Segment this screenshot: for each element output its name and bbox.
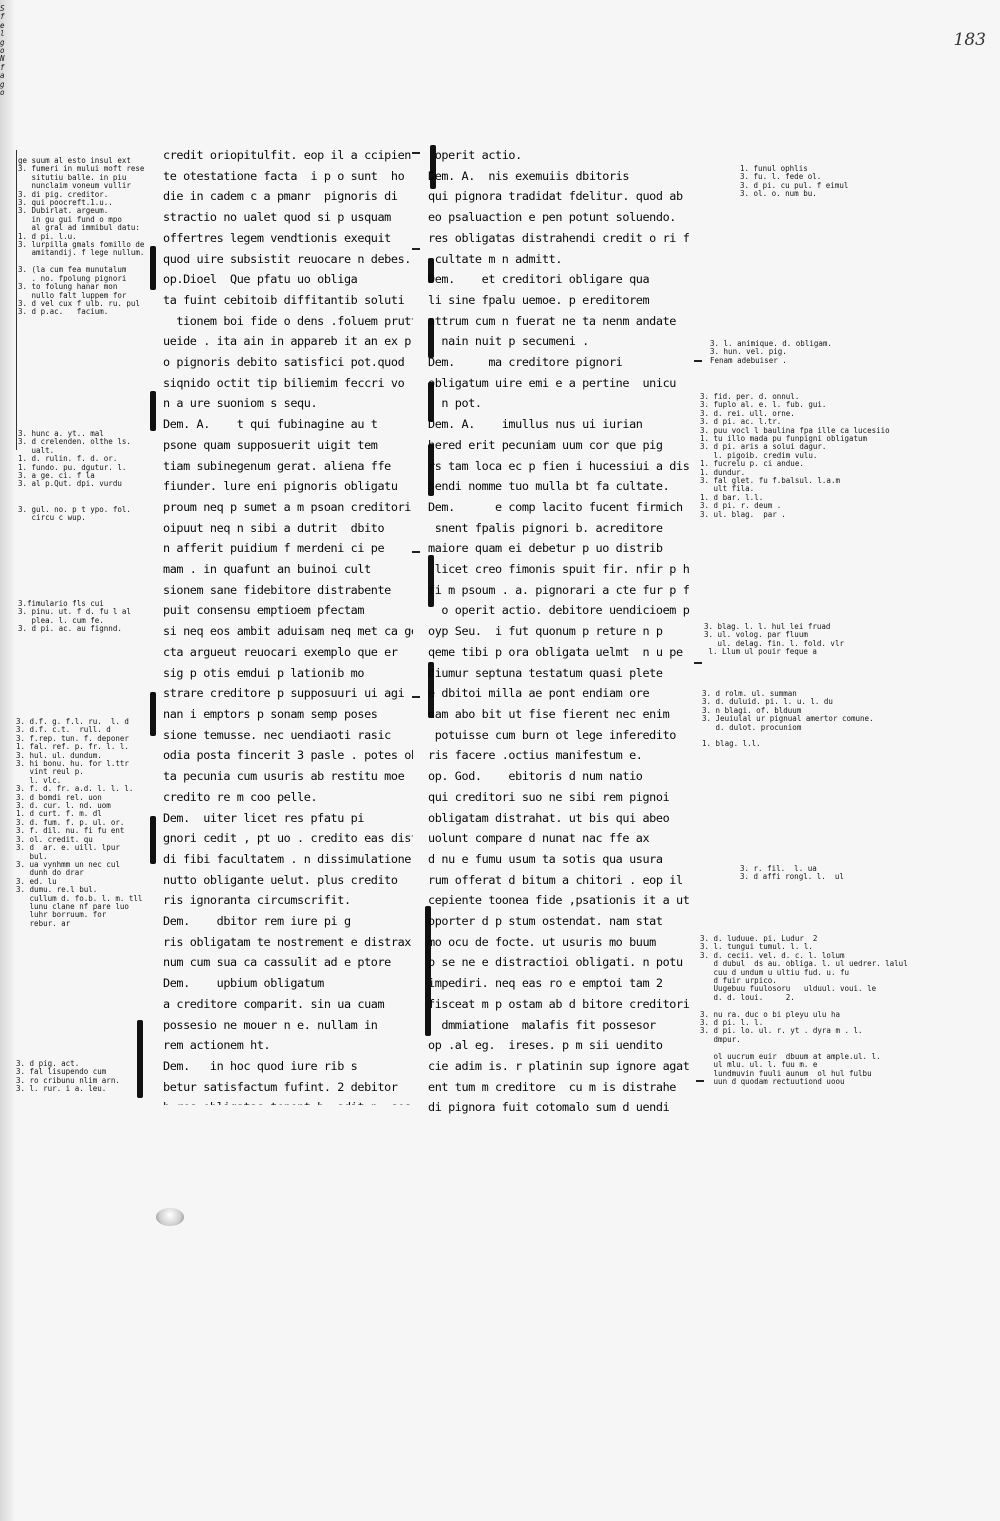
illuminated-initial-icon (137, 1020, 143, 1098)
illuminated-initial-icon (430, 145, 436, 189)
left-gloss-block: 3. hunc a. yt.. mal 3. d crelenden. olth… (18, 430, 131, 523)
right-gloss-block: 3. blag. l. l. hul lei fruad 3. ul. volo… (704, 623, 844, 657)
left-gloss-block: 3. d pig. act. 3. fal lisupendo cum 3. r… (16, 1060, 120, 1094)
text-column-two: operit actio. Dem. A. nis exemuiis dbito… (428, 148, 690, 1115)
paragraph-mark-icon (412, 248, 420, 250)
left-gloss-block: 3.fimulario fls cui 3. pinu. ut. f d. fu… (18, 600, 131, 634)
right-gloss-block: 3. d. luduue. pi. Ludur 2 3. l. tungui t… (700, 935, 908, 1086)
paragraph-mark-icon (694, 662, 702, 664)
paragraph-mark-icon (412, 696, 420, 698)
illuminated-initial-icon (428, 662, 434, 718)
left-gloss-block: 3. d.f. g. f.l. ru. l. d 3. d.f. c.t. ru… (16, 718, 143, 928)
left-gloss-block: ge suum al esto insul ext 3. fumeri in m… (18, 157, 144, 317)
text-column-one: credit oriopitulfit. eop il a ccipien te… (163, 148, 413, 1105)
illuminated-initial-icon (150, 246, 156, 290)
right-gloss-block: 3. d rolm. ul. summan 3. d. duluid. pi. … (702, 690, 874, 749)
paragraph-mark-icon (412, 551, 420, 553)
illuminated-initial-icon (428, 555, 434, 607)
right-gloss-block: 3. fid. per. d. onnul. 3. fuplo al. e. l… (700, 393, 890, 519)
illuminated-initial-icon (428, 318, 434, 358)
right-gloss-block: 3. r. fil. l. ua 3. d affi rongl. l. ul (740, 865, 844, 882)
illuminated-initial-icon (150, 692, 156, 736)
illuminated-initial-icon (428, 444, 434, 496)
illuminated-initial-icon (428, 382, 434, 422)
illuminated-initial-icon (428, 258, 434, 283)
paragraph-mark-icon (694, 360, 702, 362)
illuminated-initial-icon (150, 391, 156, 431)
paragraph-mark-icon (696, 1080, 704, 1082)
folio-number: 183 (953, 30, 986, 50)
illuminated-initial-icon (425, 906, 431, 1036)
illuminated-initial-icon (150, 816, 156, 864)
right-gloss-block: 3. l. animique. d. obligam. 3. hun. vel.… (710, 340, 832, 365)
page-spine-edge (0, 0, 14, 1521)
spine-notes: S f e l g o N f a g o (0, 5, 5, 98)
parchment-blemish (156, 1208, 184, 1226)
paragraph-mark-icon (412, 152, 420, 154)
right-gloss-block: 1. funul ophlis 3. fu. l. fede ol. 3. d … (740, 165, 849, 199)
margin-rule (16, 150, 17, 450)
